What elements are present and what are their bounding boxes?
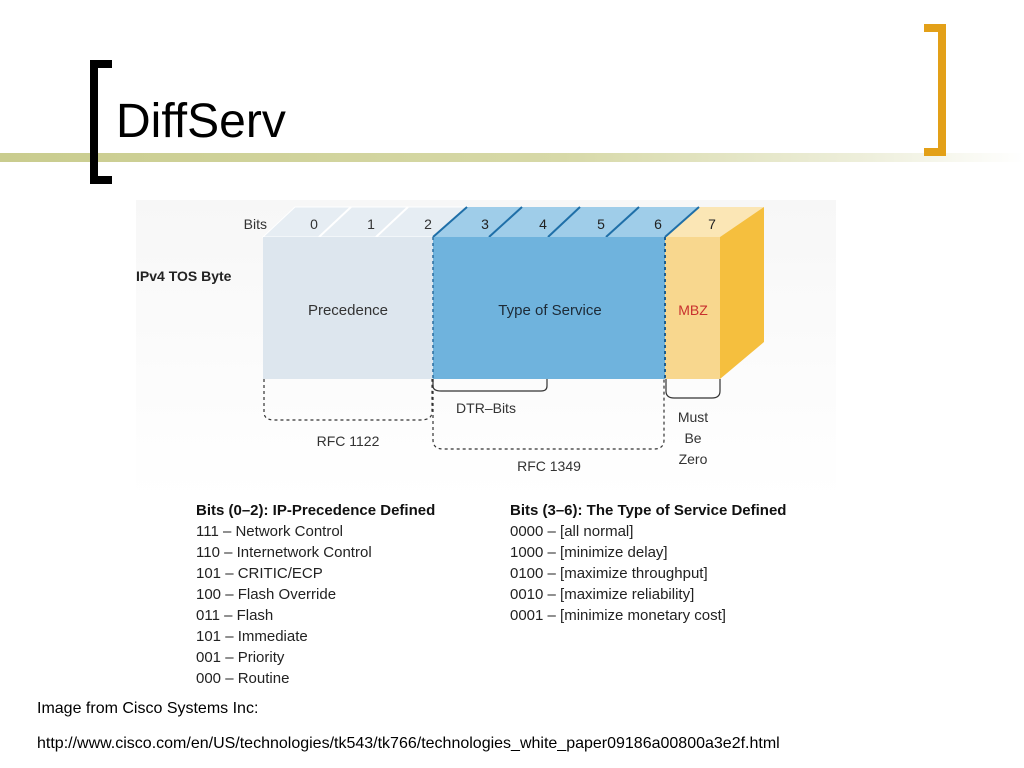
ipv4-tos-byte-label: IPv4 TOS Byte <box>136 268 232 284</box>
rfc1122-brace <box>263 379 433 421</box>
type-of-service-label: Type of Service <box>498 302 601 319</box>
right-bracket-decoration <box>924 24 946 156</box>
bit-divider <box>432 206 468 238</box>
precedence-label: Precedence <box>308 302 388 319</box>
rfc1122-label: RFC 1122 <box>317 433 380 449</box>
bits-label: Bits <box>244 216 267 232</box>
type-of-service-field <box>433 237 665 379</box>
type-of-service-item: 0001 – [minimize monetary cost] <box>510 607 726 624</box>
type-of-service-item: 0000 – [all normal] <box>510 523 634 540</box>
ip-precedence-item: 101 – Immediate <box>196 628 308 645</box>
ip-precedence-heading: Bits (0–2): IP-Precedence Defined <box>196 502 436 519</box>
bit-divider <box>318 206 352 238</box>
type-of-service-definitions: Bits (3–6): The Type of Service Defined … <box>510 500 786 626</box>
mbz-field-front <box>665 237 720 379</box>
image-source-caption: Image from Cisco Systems Inc: <box>37 700 259 717</box>
bit-number: 6 <box>654 216 662 232</box>
dtr-bits-brace <box>432 379 548 392</box>
bit-divider <box>488 206 523 238</box>
image-source-url: http://www.cisco.com/en/US/technologies/… <box>37 735 780 752</box>
tos-byte-diagram: Bits 0 1 2 3 4 5 6 7 IPv4 TOS Byte Prece… <box>136 200 836 690</box>
precedence-field <box>263 237 433 379</box>
ip-precedence-item: 000 – Routine <box>196 670 290 687</box>
must-be-zero-brace <box>665 379 721 399</box>
ip-precedence-item: 111 – Network Control <box>196 523 344 540</box>
type-of-service-item: 1000 – [minimize delay] <box>510 544 668 561</box>
bit-number: 0 <box>310 216 318 232</box>
bit-divider <box>605 206 640 238</box>
ip-precedence-item: 101 – CRITIC/ECP <box>196 565 323 582</box>
ip-precedence-definitions: Bits (0–2): IP-Precedence Defined 111 – … <box>196 500 435 689</box>
type-of-service-item: 0100 – [maximize throughput] <box>510 565 708 582</box>
type-of-service-heading: Bits (3–6): The Type of Service Defined <box>510 502 787 519</box>
bit-number: 3 <box>481 216 489 232</box>
must-be-zero-line: Zero <box>679 451 708 467</box>
tos-byte-figure: Bits 0 1 2 3 4 5 6 7 IPv4 TOS Byte Prece… <box>136 200 836 500</box>
ip-precedence-item: 011 – Flash <box>196 607 274 624</box>
rfc1349-brace <box>432 379 665 450</box>
left-bracket-decoration <box>90 60 112 184</box>
bit-number: 4 <box>539 216 547 232</box>
ip-precedence-item: 001 – Priority <box>196 649 285 666</box>
mbz-label: MBZ <box>678 302 708 318</box>
title-underline-bar <box>0 153 1024 162</box>
type-of-service-item: 0010 – [maximize reliability] <box>510 586 695 603</box>
tos-top-face <box>433 207 699 237</box>
bit-number: 1 <box>367 216 375 232</box>
bit-number: 7 <box>708 216 716 232</box>
bit-divider <box>664 206 700 238</box>
bit-divider <box>375 206 409 238</box>
must-be-zero-line: Be <box>684 430 701 446</box>
precedence-top-face <box>261 206 469 238</box>
mbz-field-side <box>720 207 764 379</box>
dtr-bits-label: DTR–Bits <box>456 400 516 416</box>
bit-divider <box>547 206 581 238</box>
rfc1349-label: RFC 1349 <box>517 458 581 474</box>
must-be-zero-line: Must <box>678 409 708 425</box>
bit-number: 2 <box>424 216 432 232</box>
bit-number: 5 <box>597 216 605 232</box>
ip-precedence-item: 100 – Flash Override <box>196 586 337 603</box>
slide-title: DiffServ <box>116 95 286 148</box>
mbz-top-face <box>665 207 764 237</box>
ip-precedence-item: 110 – Internetwork Control <box>196 544 372 561</box>
